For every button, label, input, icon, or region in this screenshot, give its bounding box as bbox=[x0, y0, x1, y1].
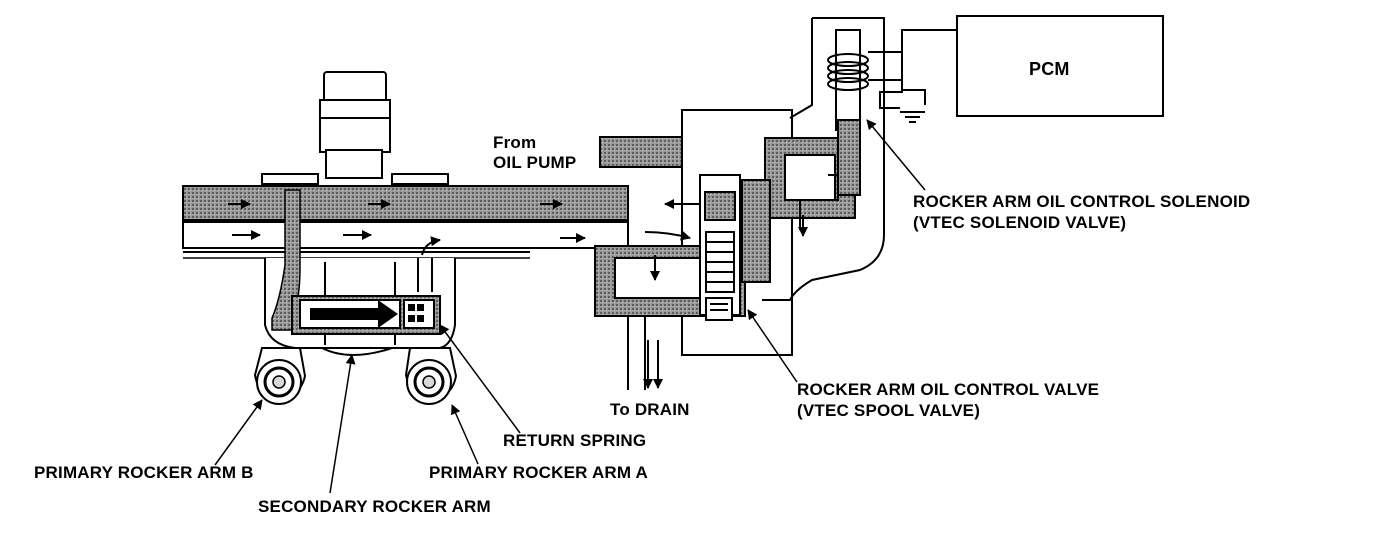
pcm-label: PCM bbox=[1029, 59, 1070, 79]
return-passage bbox=[417, 258, 433, 292]
return-spring bbox=[403, 299, 435, 329]
secondary-rocker-arm-label: SECONDARY ROCKER ARM bbox=[258, 497, 491, 516]
solenoid-label-line1: ROCKER ARM OIL CONTROL SOLENOID bbox=[913, 192, 1251, 211]
pcm-box bbox=[956, 15, 1164, 117]
secondary-arm-bottom bbox=[321, 347, 393, 356]
piston-direction-arrow bbox=[310, 300, 398, 328]
solenoid-label-line2: (VTEC SOLENOID VALVE) bbox=[913, 213, 1127, 232]
valve-stem-assembly bbox=[261, 71, 449, 185]
spool-flow-arrows bbox=[644, 199, 808, 281]
primary-rocker-arm-b-label: PRIMARY ROCKER ARM B bbox=[34, 463, 254, 482]
shaft-flow-arrows bbox=[228, 199, 586, 243]
to-drain-label: To DRAIN bbox=[610, 400, 690, 419]
pcm-wiring bbox=[868, 29, 957, 123]
drain-lines bbox=[627, 316, 663, 390]
oil-pump-label: OIL PUMP bbox=[493, 153, 577, 172]
solenoid-assembly bbox=[762, 17, 885, 301]
rocker-shaft bbox=[182, 185, 629, 259]
roller-primary-b bbox=[253, 347, 307, 405]
leader-lines bbox=[214, 119, 926, 494]
return-spring-label: RETURN SPRING bbox=[503, 431, 647, 450]
valve-label-line2: (VTEC SPOOL VALVE) bbox=[797, 401, 981, 420]
roller-primary-a bbox=[404, 347, 458, 405]
from-label: From bbox=[493, 133, 537, 152]
primary-rocker-arm-a-label: PRIMARY ROCKER ARM A bbox=[429, 463, 649, 482]
valve-label-line1: ROCKER ARM OIL CONTROL VALVE bbox=[797, 380, 1100, 399]
spool bbox=[699, 174, 741, 321]
